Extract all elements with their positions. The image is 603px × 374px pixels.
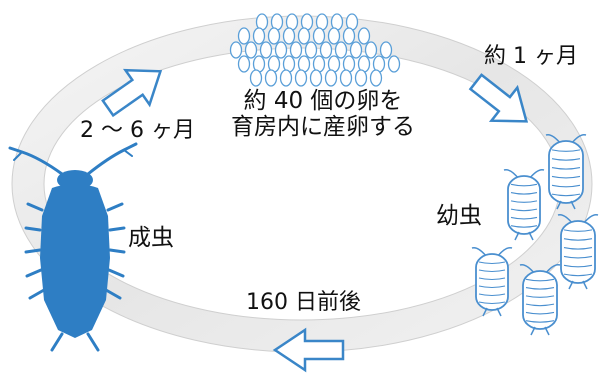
pill-bug-adult-icon <box>8 142 138 352</box>
pill-bug-larva-icon <box>557 213 599 290</box>
pill-bug-larva-icon <box>545 133 587 210</box>
egg-icon <box>259 41 273 59</box>
egg-icon <box>279 69 293 87</box>
egg-cluster <box>229 13 401 87</box>
egg-laying-caption: 約 40 個の卵を 育房内に産卵する <box>208 88 438 141</box>
egg-icon <box>354 69 368 87</box>
egg-icon <box>237 27 251 45</box>
larva-to-adult-duration-label: 160 日前後 <box>246 290 361 315</box>
egg-icon <box>229 41 243 59</box>
egg-icon <box>369 69 383 87</box>
egg-laying-caption-line1: 約 40 個の卵を <box>243 88 403 114</box>
egg-icon <box>312 27 326 45</box>
adult-to-egg-duration-label: 2 ～ 6 ヶ月 <box>80 118 195 143</box>
egg-icon <box>249 69 263 87</box>
egg-icon <box>319 41 333 59</box>
pill-bug-larva-icon <box>503 168 545 241</box>
egg-icon <box>294 69 308 87</box>
egg-icon <box>274 41 288 59</box>
egg-icon <box>349 41 363 59</box>
egg-icon <box>297 27 311 45</box>
egg-icon <box>289 41 303 59</box>
egg-icon <box>364 41 378 59</box>
pill-bug-larva-icon <box>471 246 513 317</box>
larva-stage-label: 幼虫 <box>436 203 482 229</box>
larva-group <box>471 133 599 336</box>
egg-icon <box>264 69 278 87</box>
egg-icon <box>379 41 393 59</box>
arrow-eggs-to-larva-icon <box>468 73 529 123</box>
arrow-larva-to-adult-icon <box>272 327 345 373</box>
egg-laying-caption-line2: 育房内に産卵する <box>231 114 415 141</box>
egg-icon <box>304 41 318 59</box>
egg-icon <box>244 41 258 59</box>
egg-icon <box>267 27 281 45</box>
egg-icon <box>252 27 266 45</box>
egg-icon <box>334 41 348 59</box>
pill-bug-larva-icon <box>519 263 561 336</box>
egg-icon <box>387 55 401 73</box>
egg-icon <box>282 27 296 45</box>
egg-icon <box>309 69 323 87</box>
egg-icon <box>327 27 341 45</box>
adult-stage-label: 成虫 <box>128 225 174 251</box>
arrow-adult-to-eggs-icon <box>101 68 163 118</box>
egg-icon <box>339 69 353 87</box>
egg-icon <box>357 27 371 45</box>
egg-to-larva-duration-label: 約 1 ヶ月 <box>484 44 578 69</box>
egg-icon <box>237 55 251 73</box>
egg-icon <box>324 69 338 87</box>
egg-icon <box>342 27 356 45</box>
